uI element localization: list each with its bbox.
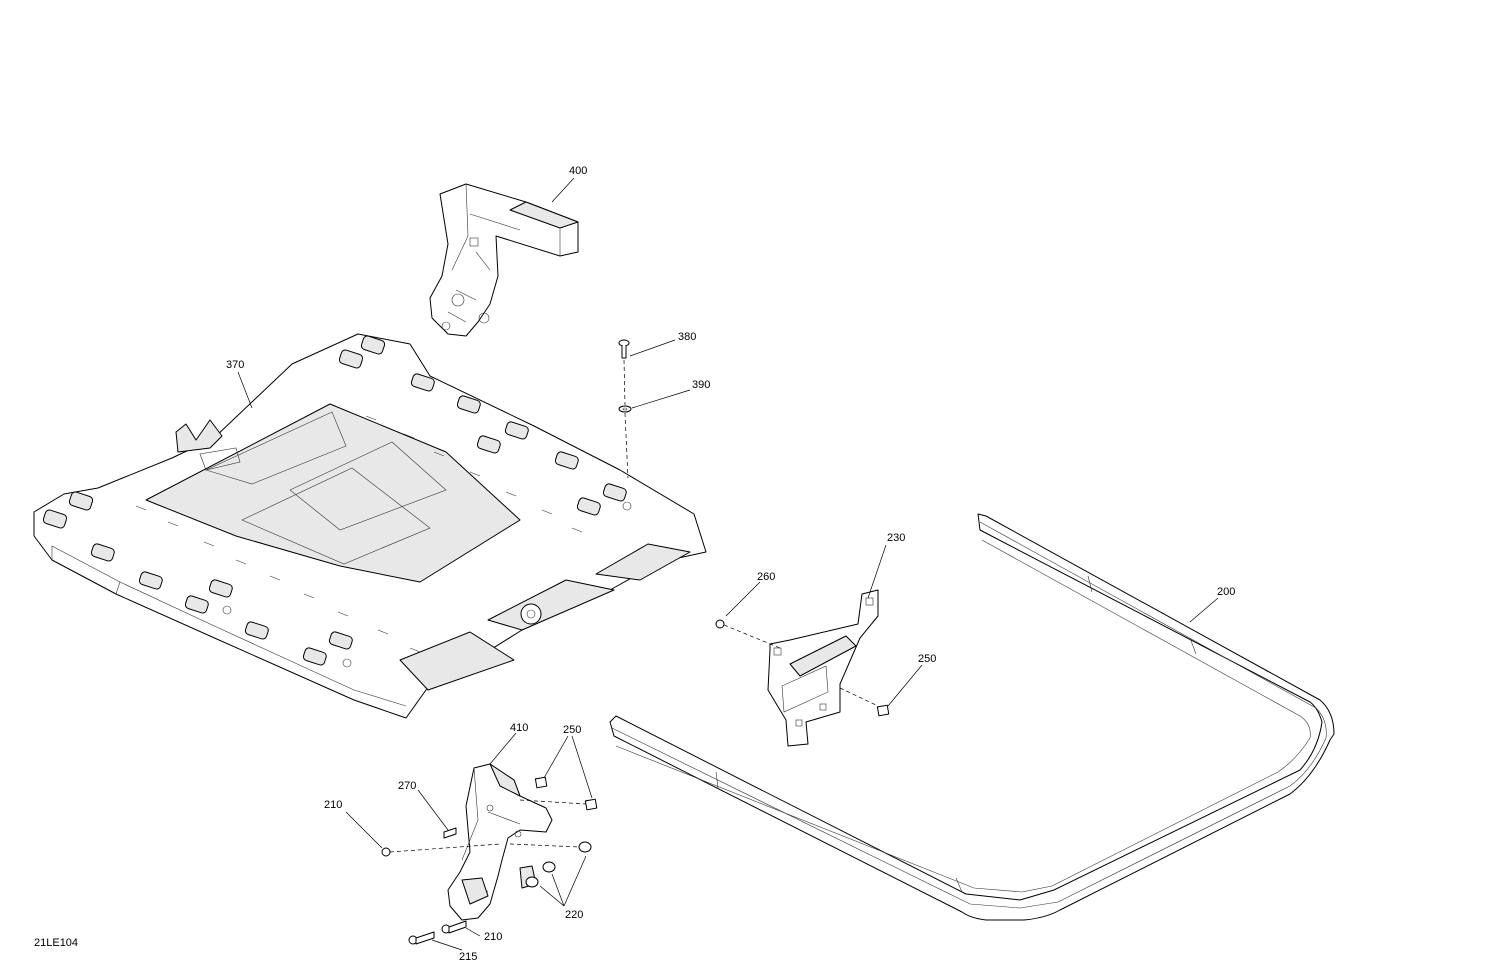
callout-210-bottom: 210 [484,931,502,943]
callout-400: 400 [569,165,587,177]
callout-410: 410 [510,722,528,734]
part-230-bracket [767,589,879,747]
part-210-215-screws-bottom [408,920,467,945]
callout-200: 200 [1217,586,1235,598]
part-410-bracket [447,763,553,921]
part-250-nut-upper [876,704,890,717]
callout-250-lower: 250 [563,724,581,736]
part-250-nuts-lower [534,776,598,811]
callout-380: 380 [678,331,696,343]
diagram-id: 21LE104 [34,937,78,949]
callout-210-left: 210 [324,799,342,811]
leader-lines [237,177,1219,951]
part-270-screw [443,827,457,839]
part-260-screw [715,619,725,629]
axis-380-390 [623,359,629,479]
part-380-screw [618,339,630,359]
callout-220: 220 [565,909,583,921]
part-200-rail [609,513,1335,921]
part-210-screw-left [381,847,391,857]
callout-260: 260 [757,571,775,583]
axis-220 [509,843,581,848]
callout-215: 215 [459,951,477,963]
axis-210-left [389,843,501,853]
callout-250-upper: 250 [918,653,936,665]
callout-230: 230 [887,532,905,544]
axis-250-upper [839,687,879,707]
callout-390: 390 [692,379,710,391]
part-370-rack [33,333,707,719]
part-390-washer [618,405,632,413]
part-400-bracket [429,183,579,337]
callout-270: 270 [398,780,416,792]
part-220-nuts [525,841,592,888]
axis-260 [723,624,781,649]
callout-370: 370 [226,359,244,371]
